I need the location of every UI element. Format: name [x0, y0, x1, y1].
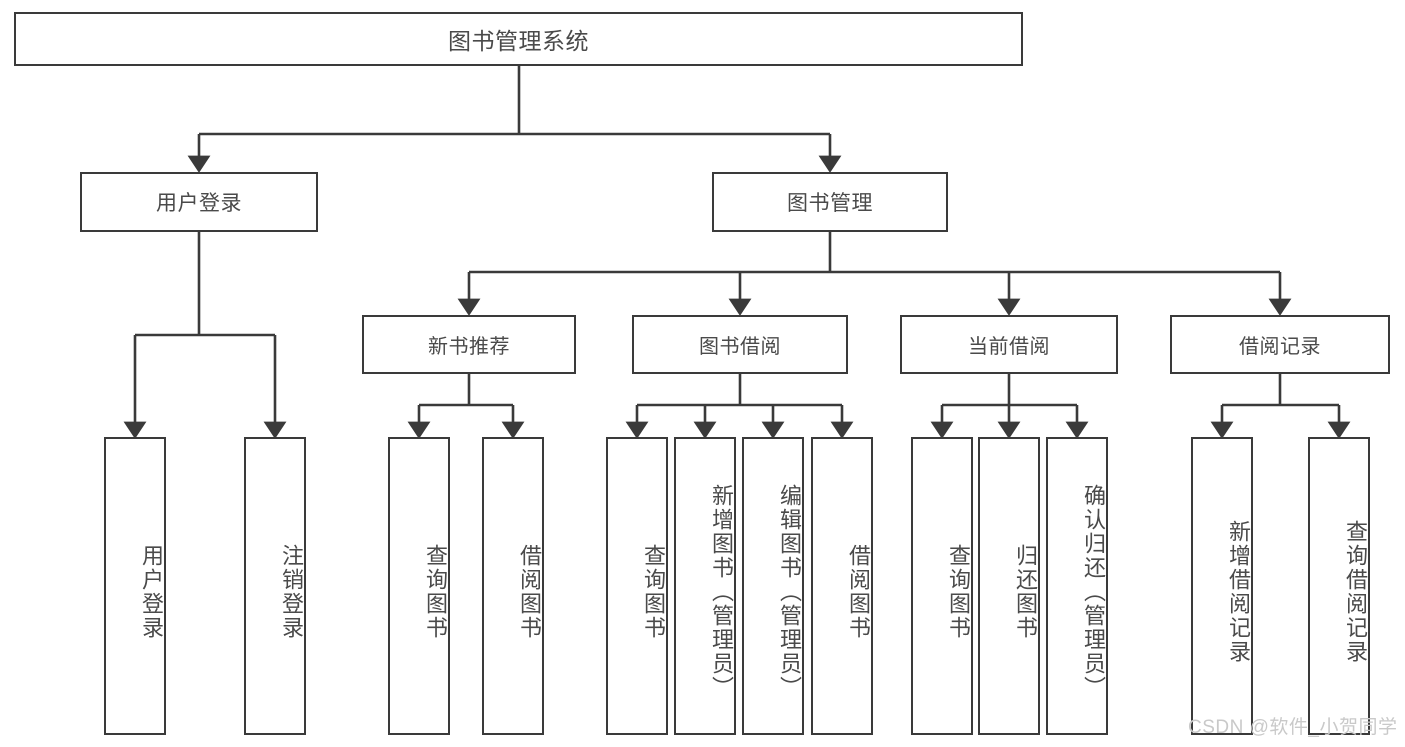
watermark: CSDN @软件_小贺同学 [1188, 717, 1398, 738]
leaf-add-book-admin-label: 新增图书（管理员） [709, 484, 734, 700]
leaf-query-book-label: 查询图书 [641, 544, 666, 640]
node-current-borrow-label: 当前借阅 [968, 336, 1050, 358]
node-user-login[interactable]: 用户登录 [80, 172, 318, 232]
leaf-logout-label: 注销登录 [279, 544, 304, 640]
node-book-borrow[interactable]: 图书借阅 [632, 315, 848, 374]
leaf-logout[interactable]: 注销登录 [244, 437, 306, 735]
leaf-query-book-current-label: 查询图书 [946, 544, 971, 640]
node-book-borrow-label: 图书借阅 [699, 336, 781, 358]
leaf-add-borrow-record[interactable]: 新增借阅记录 [1191, 437, 1253, 735]
leaf-borrow-book-label: 借阅图书 [846, 544, 871, 640]
leaf-query-book-recommend[interactable]: 查询图书 [388, 437, 450, 735]
leaf-query-borrow-record-label: 查询借阅记录 [1343, 520, 1368, 664]
node-root-label: 图书管理系统 [448, 28, 589, 54]
leaf-query-book-current[interactable]: 查询图书 [911, 437, 973, 735]
node-new-book-recommend[interactable]: 新书推荐 [362, 315, 576, 374]
node-book-management-label: 图书管理 [787, 192, 873, 215]
leaf-borrow-book-recommend[interactable]: 借阅图书 [482, 437, 544, 735]
leaf-confirm-return-admin[interactable]: 确认归还（管理员） [1046, 437, 1108, 735]
leaf-return-book[interactable]: 归还图书 [978, 437, 1040, 735]
leaf-borrow-book-recommend-label: 借阅图书 [517, 544, 542, 640]
leaf-edit-book-admin[interactable]: 编辑图书（管理员） [742, 437, 804, 735]
leaf-query-borrow-record[interactable]: 查询借阅记录 [1308, 437, 1370, 735]
node-borrow-records[interactable]: 借阅记录 [1170, 315, 1390, 374]
leaf-add-book-admin[interactable]: 新增图书（管理员） [674, 437, 736, 735]
leaf-confirm-return-admin-label: 确认归还（管理员） [1081, 484, 1106, 700]
leaf-user-login[interactable]: 用户登录 [104, 437, 166, 735]
node-borrow-records-label: 借阅记录 [1239, 336, 1321, 358]
node-root[interactable]: 图书管理系统 [14, 12, 1023, 66]
node-user-login-label: 用户登录 [156, 192, 242, 215]
leaf-query-book-recommend-label: 查询图书 [423, 544, 448, 640]
leaf-borrow-book[interactable]: 借阅图书 [811, 437, 873, 735]
node-book-management[interactable]: 图书管理 [712, 172, 948, 232]
leaf-edit-book-admin-label: 编辑图书（管理员） [777, 484, 802, 700]
node-current-borrow[interactable]: 当前借阅 [900, 315, 1118, 374]
leaf-return-book-label: 归还图书 [1013, 544, 1038, 640]
leaf-user-login-label: 用户登录 [139, 544, 164, 640]
node-new-book-recommend-label: 新书推荐 [428, 336, 510, 358]
leaf-query-book[interactable]: 查询图书 [606, 437, 668, 735]
leaf-add-borrow-record-label: 新增借阅记录 [1226, 520, 1251, 664]
